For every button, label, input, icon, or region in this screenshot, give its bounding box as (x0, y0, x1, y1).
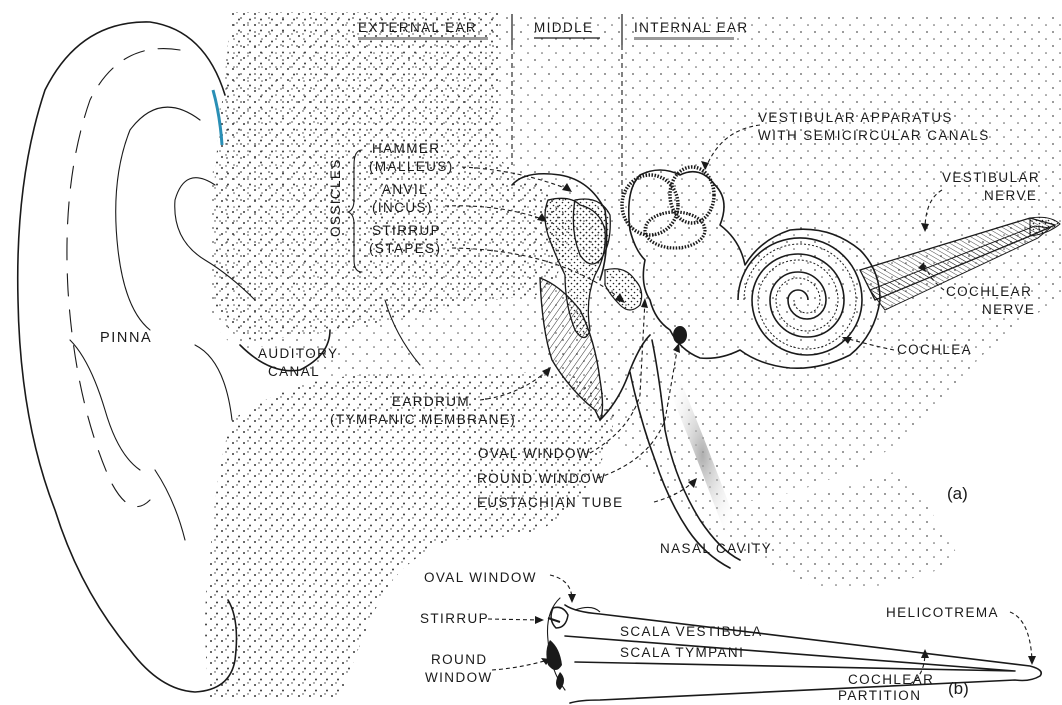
panel-label-b: (b) (948, 679, 969, 698)
label-vestibular-apparatus: VESTIBULAR APPARATUS (758, 110, 953, 125)
label-malleus: (MALLEUS) (369, 159, 454, 174)
label-with-semicircular-canals: WITH SEMICIRCULAR CANALS (758, 128, 990, 143)
label-nasal-cavity: NASAL CAVITY (660, 541, 772, 556)
label-eardrum: EARDRUM (392, 394, 470, 409)
label-eustachian-tube: EUSTACHIAN TUBE (477, 495, 624, 510)
label-vestibular-nerve: VESTIBULAR (942, 170, 1040, 185)
label-pinna: PINNA (100, 330, 152, 346)
header-middle: MIDDLE (534, 20, 593, 35)
label-oval-window-b: OVAL WINDOW (424, 570, 537, 585)
label-scala-vestibula: SCALA VESTIBULA (620, 624, 763, 639)
label-round-window-a: ROUND WINDOW (477, 471, 606, 486)
panel-label-a: (a) (947, 484, 968, 503)
label-scala-tympani: SCALA TYMPANI (620, 645, 744, 660)
label-stapes: (STAPES) (369, 241, 441, 256)
label-stirrup: STIRRUP (372, 223, 441, 238)
label-oval-window-a: OVAL WINDOW (478, 446, 591, 461)
label-cochlear-nerve: COCHLEAR (946, 284, 1032, 299)
label-tympanic-membrane: (TYMPANIC MEMBRANE) (330, 412, 516, 427)
round-window-opening (673, 326, 687, 344)
label-anvil: ANVIL (382, 182, 428, 197)
label-round-b: ROUND (431, 652, 488, 667)
label-cochlea: COCHLEA (897, 342, 972, 357)
label-hammer: HAMMER (372, 141, 440, 156)
label-cochlear-partition: COCHLEAR (848, 672, 934, 687)
label-cochlear-nerve-2: NERVE (982, 302, 1035, 317)
label-vestibular-nerve-2: NERVE (984, 188, 1037, 203)
label-helicotrema: HELICOTREMA (886, 605, 999, 620)
label-auditory: AUDITORY (258, 346, 338, 361)
panel-b-uncoiled-cochlea: OVAL WINDOW STIRRUP ROUND WINDOW SCALA V… (420, 570, 1041, 703)
header-internal-ear: INTERNAL EAR (634, 20, 749, 35)
label-ossicles: OSSICLES (328, 158, 343, 237)
label-canal: CANAL (268, 364, 320, 379)
label-partition: PARTITION (838, 688, 921, 703)
label-incus: (INCUS) (372, 200, 433, 215)
label-window-b: WINDOW (425, 670, 493, 685)
label-stirrup-b: STIRRUP (420, 611, 489, 626)
header-external-ear: EXTERNAL EAR (358, 20, 477, 35)
